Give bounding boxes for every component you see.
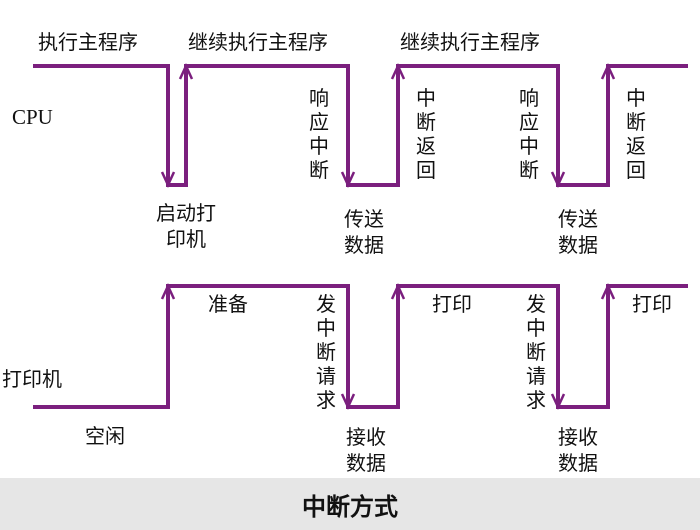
printer-arrow-up-3: [600, 283, 616, 300]
printer-interrupt-request-2: 发中断请求: [526, 292, 546, 412]
printer-receive-data-1: 接收数据: [346, 425, 386, 475]
cpu-phase-1: 执行主程序: [38, 30, 138, 54]
cpu-arrow-up-1: [178, 63, 194, 80]
cpu-phase-2: 继续执行主程序: [188, 30, 328, 54]
printer-arrow-down-2: [550, 393, 566, 410]
cpu-row-label: CPU: [12, 105, 53, 129]
printer-receive-data-2: 接收数据: [558, 425, 598, 475]
cpu-phase-3: 继续执行主程序: [400, 30, 540, 54]
printer-waveform: [33, 284, 688, 409]
timing-diagram: 执行主程序 继续执行主程序 继续执行主程序 CPU 响应中断 中断返回 响应中断…: [2, 30, 688, 475]
cpu-arrow-down-3: [550, 171, 566, 188]
cpu-interrupt-return-2: 中断返回: [626, 86, 646, 182]
printer-state-idle: 空闲: [85, 424, 125, 448]
cpu-interrupt-return-1: 中断返回: [416, 86, 436, 182]
caption-bar: 中断方式: [0, 478, 700, 530]
cpu-send-data-2: 传送数据: [558, 207, 598, 257]
caption-title: 中断方式: [302, 492, 398, 521]
cpu-arrow-up-2: [390, 63, 406, 80]
printer-arrow-up-2: [390, 283, 406, 300]
printer-state-prepare: 准备: [208, 292, 248, 316]
cpu-respond-interrupt-1: 响应中断: [309, 86, 329, 182]
printer-arrow-up-1: [160, 283, 176, 300]
cpu-waveform: [33, 64, 688, 187]
cpu-respond-interrupt-2: 响应中断: [519, 86, 539, 182]
cpu-arrow-down-1: [160, 171, 176, 188]
cpu-send-data-1: 传送数据: [344, 207, 384, 257]
printer-state-print-2: 打印: [632, 292, 672, 316]
printer-row-label: 打印机: [2, 367, 62, 391]
cpu-arrow-up-3: [600, 63, 616, 80]
cpu-start-printer: 启动打印机: [156, 201, 216, 251]
printer-state-print-1: 打印: [432, 292, 472, 316]
waveform-canvas: [33, 63, 688, 410]
cpu-arrow-down-2: [340, 171, 356, 188]
printer-arrow-down-1: [340, 393, 356, 410]
printer-interrupt-request-1: 发中断请求: [316, 292, 336, 412]
